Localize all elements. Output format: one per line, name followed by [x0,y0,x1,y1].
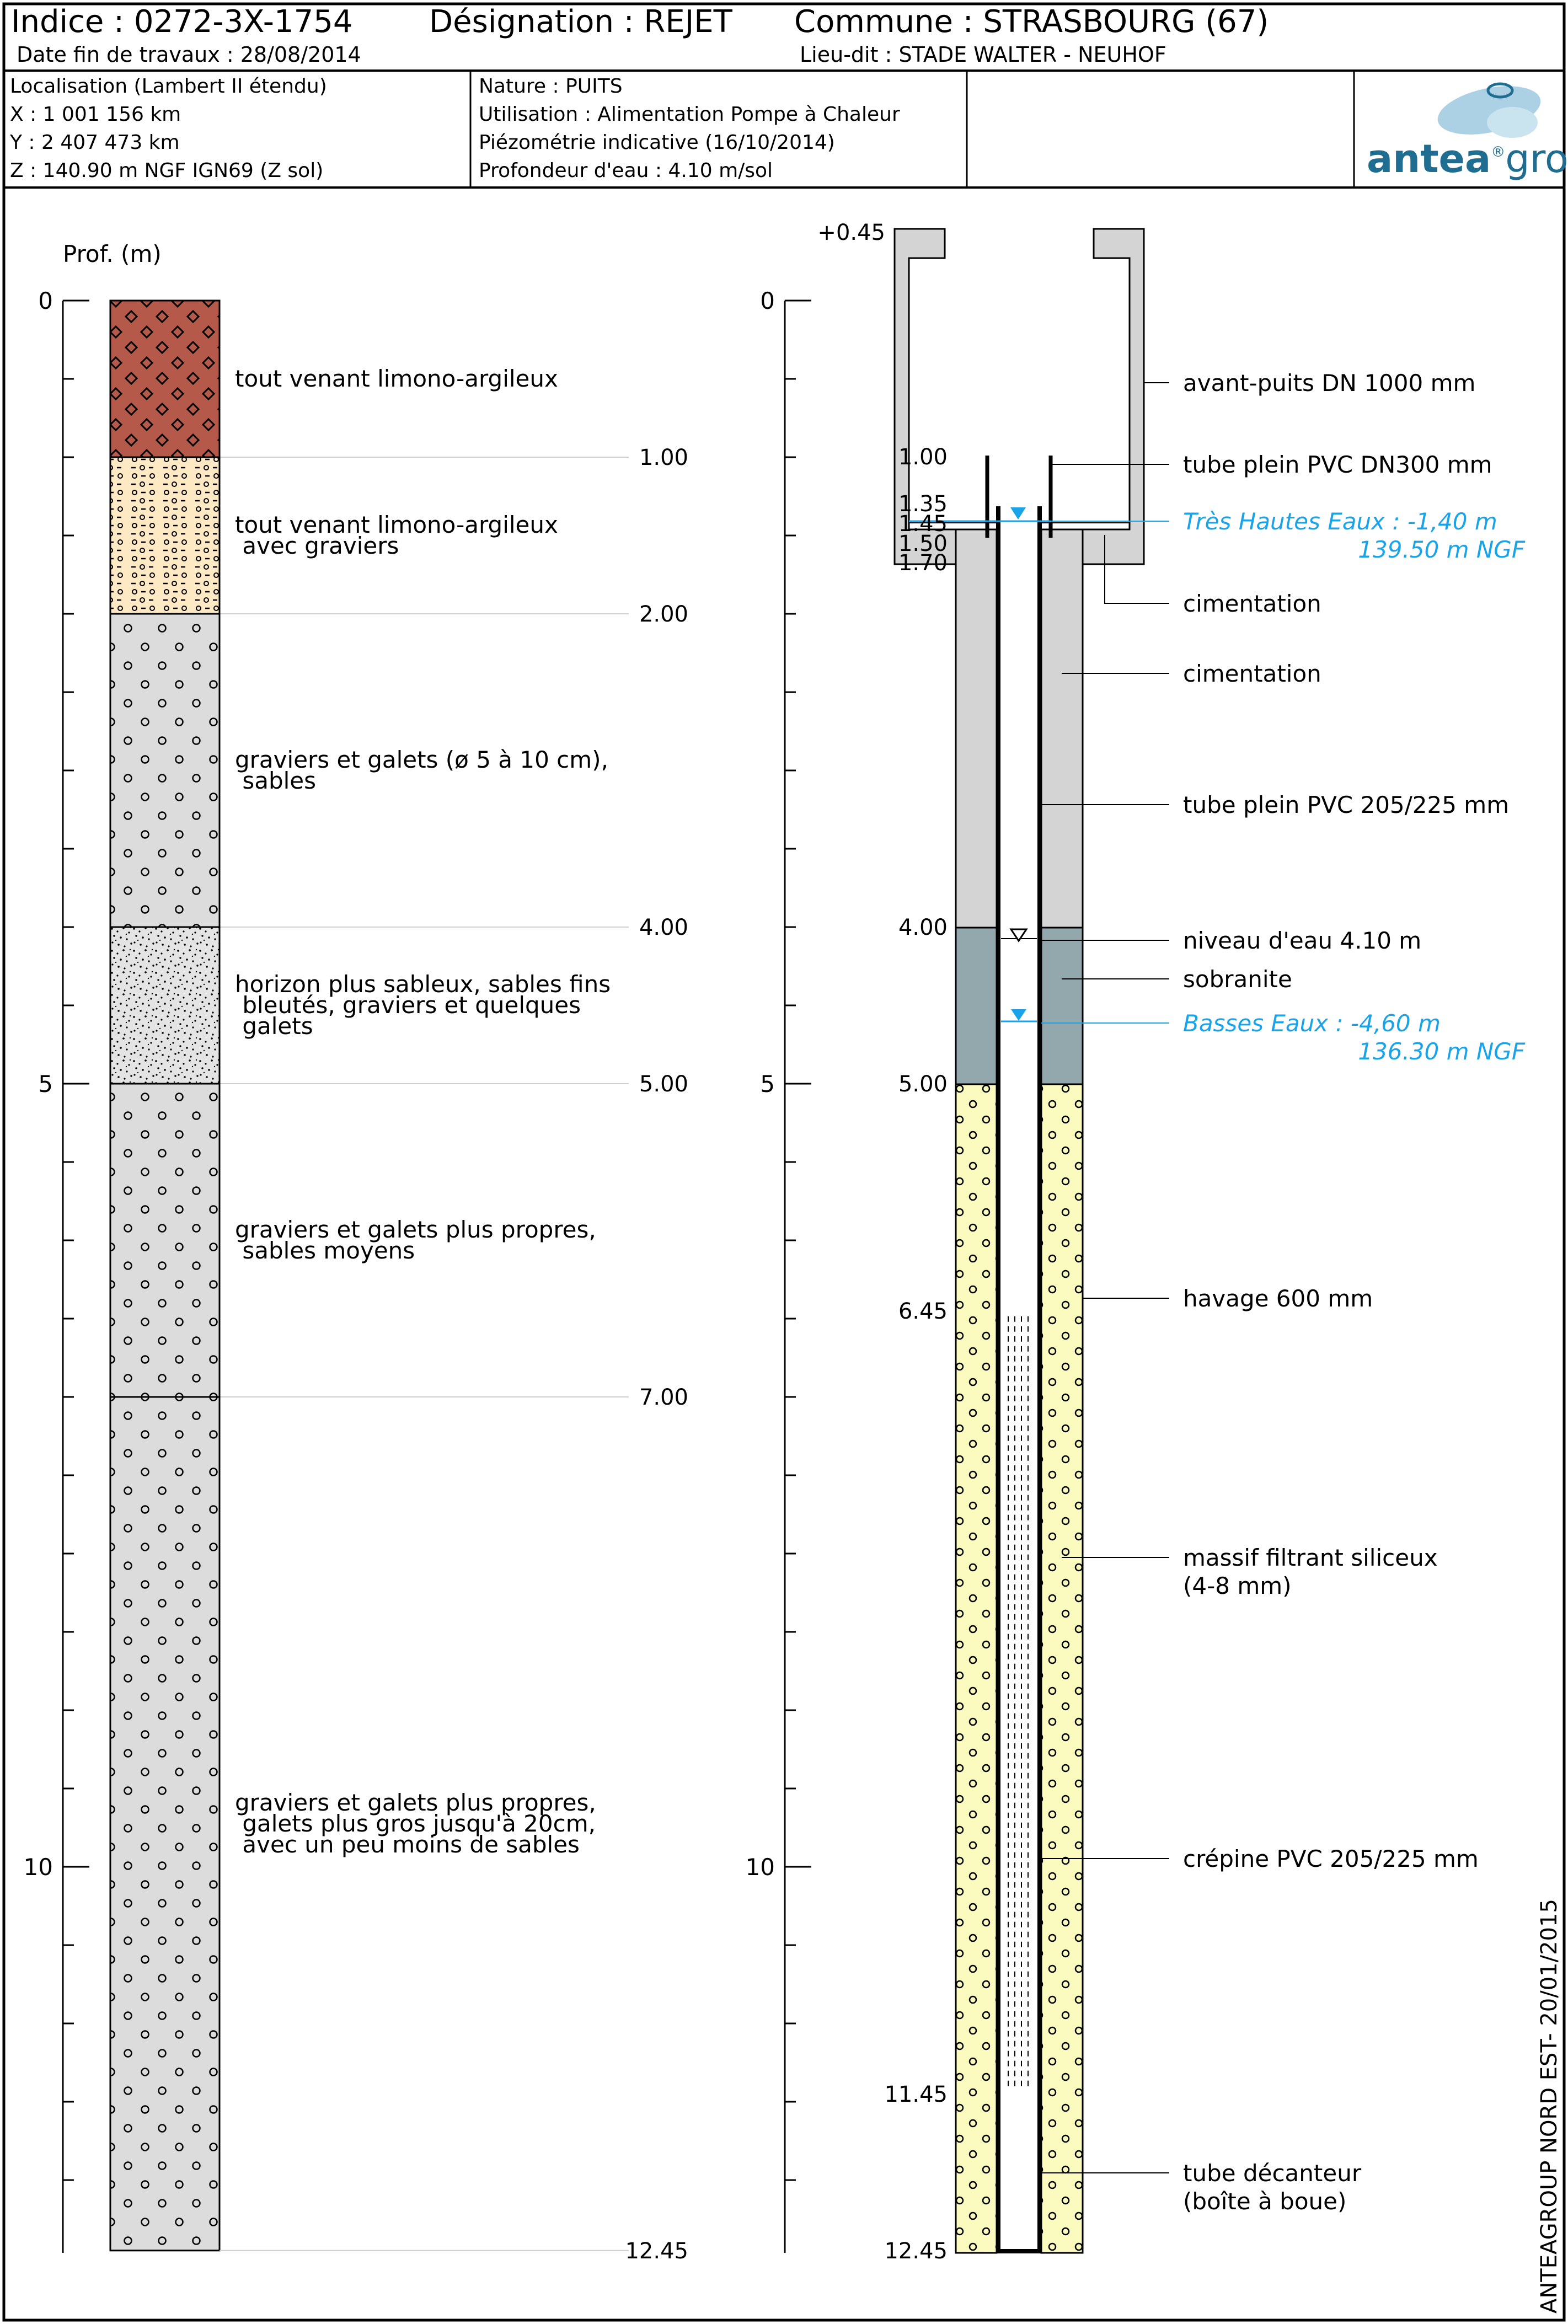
coord-x: X : 1 001 156 km [10,103,181,126]
well-depth-label: 12.45 [884,2239,948,2264]
layer-4 [109,926,221,1085]
utilisation: Utilisation : Alimentation Pompe à Chale… [479,103,900,126]
well-annotation: massif filtrant siliceux [1183,1544,1438,1571]
well-depth-label: 5.00 [898,1072,948,1097]
cement-left [955,528,998,929]
well-annotation: Basses Eaux : -4,60 m [1183,1010,1441,1037]
well-annotation: havage 600 mm [1183,1285,1373,1312]
well-depth-label: 1.50 [898,531,948,556]
layer-depth-label: 4.00 [639,915,688,940]
layer-depth-label: 2.00 [639,602,688,627]
well-annotation: tube plein PVC 205/225 mm [1183,791,1509,818]
well-annotation: avant-puits DN 1000 mm [1183,370,1475,397]
layer-depth-label: 7.00 [639,1385,688,1410]
layer-depth-label: 1.00 [639,445,688,470]
designation: Désignation : REJET [429,4,733,40]
well-axis-tick-label: 5 [760,1070,775,1097]
well-bore [997,506,1041,2253]
vertical-stamp: ANTEAGROUP NORD EST- 20/01/2015 [1537,1899,1562,2314]
well-depth-label: 1.35 [898,491,948,517]
well-depth-label: 1.70 [898,550,948,576]
localisation: Localisation (Lambert II étendu) [10,75,327,98]
layer-5 [109,1083,221,1398]
layer-description: graviers et galets plus propres, galets … [235,1789,596,1858]
well-axis-tick-label: 10 [746,1854,775,1881]
well-depth-label: 1.45 [898,511,948,537]
high-water-marker [1010,507,1026,520]
date-fin: Date fin de travaux : 28/08/2014 [17,42,361,67]
low-water-marker [1011,1009,1026,1021]
well-axis-tick-label: 0 [760,287,775,314]
lieu-dit: Lieu-dit : STADE WALTER - NEUHOF [800,42,1166,67]
well-annotation-line2: 139.50 m NGF [1358,536,1526,563]
water-level-marker [1009,928,1028,943]
nature: Nature : PUITS [479,75,623,98]
layer-3 [109,613,221,928]
lithology-log: Prof. (m) 0 5 10 1.00 tout venant limono-ar… [24,240,688,2264]
well-depth-label: 4.00 [898,915,948,940]
leader-line [1104,535,1169,604]
sobranite-left [955,927,998,1085]
coord-y: Y : 2 407 473 km [9,131,180,154]
layer-depth-label: 5.00 [639,1072,688,1097]
well-annotation: cimentation [1183,590,1321,617]
commune: Commune : STRASBOURG (67) [794,4,1269,40]
casing-pvc [996,506,1042,2253]
well-annotation: cimentation [1183,660,1321,687]
well-annotation: sobranite [1183,966,1292,993]
antea-logo: antea®group [1367,82,1568,181]
depth-axis-tick-label: 10 [24,1854,53,1881]
well-annotation: Très Hautes Eaux : -1,40 m [1183,508,1497,535]
well-annotation-line2: 136.30 m NGF [1358,1038,1526,1065]
depth-axis-title: Prof. (m) [63,240,162,267]
layer-description: tout venant limono-argileux [235,365,558,392]
well-depth-label: 1.00 [898,445,948,470]
layer-description: tout venant limono-argileux avec gravier… [235,511,558,559]
depth-axis-tick-label: 0 [38,287,53,314]
layer-description: graviers et galets (ø 5 à 10 cm), sables [235,746,608,794]
layer-depth-label: 12.45 [625,2239,688,2264]
well-depth-label: 6.45 [898,1299,948,1324]
header: Indice : 0272-3X-1754 Désignation : REJE… [4,4,1568,189]
well-annotation-line2: (boîte à boue) [1183,2188,1346,2215]
coord-z: Z : 140.90 m NGF IGN69 (Z sol) [10,159,323,182]
well-annotation: tube décanteur [1183,2160,1362,2187]
well-construction: 0 5 10 +0.45 1.00 1.351.451.501.70 4.00 5.00 6… [746,220,1526,2264]
indice: Indice : 0272-3X-1754 [11,4,352,40]
well-annotation: niveau d'eau 4.10 m [1183,927,1421,954]
avant-puits-right [1082,228,1145,565]
sobranite-right [1040,927,1084,1085]
top-label: +0.45 [817,220,885,245]
layer-1 [109,299,221,458]
layer-6 [109,1396,221,2252]
well-depth-label: 11.45 [884,2082,948,2107]
gravel-pack-left [955,1083,998,2254]
well-annotation: crépine PVC 205/225 mm [1183,1845,1479,1872]
depth-axis-tick-label: 5 [38,1070,53,1097]
layer-description: graviers et galets plus propres, sables … [235,1216,596,1264]
well-annotation: tube plein PVC DN300 mm [1183,451,1492,478]
layer-description: horizon plus sableux, sables fins bleuté… [235,971,611,1040]
cement-right [1040,528,1084,929]
piezometrie: Piézométrie indicative (16/10/2014) [479,131,835,154]
layer-2 [109,456,221,615]
profondeur-eau: Profondeur d'eau : 4.10 m/sol [479,159,773,182]
logo-word: antea®group [1367,136,1568,181]
gravel-pack-right [1040,1083,1084,2254]
well-annotation-line2: (4-8 mm) [1183,1572,1292,1599]
